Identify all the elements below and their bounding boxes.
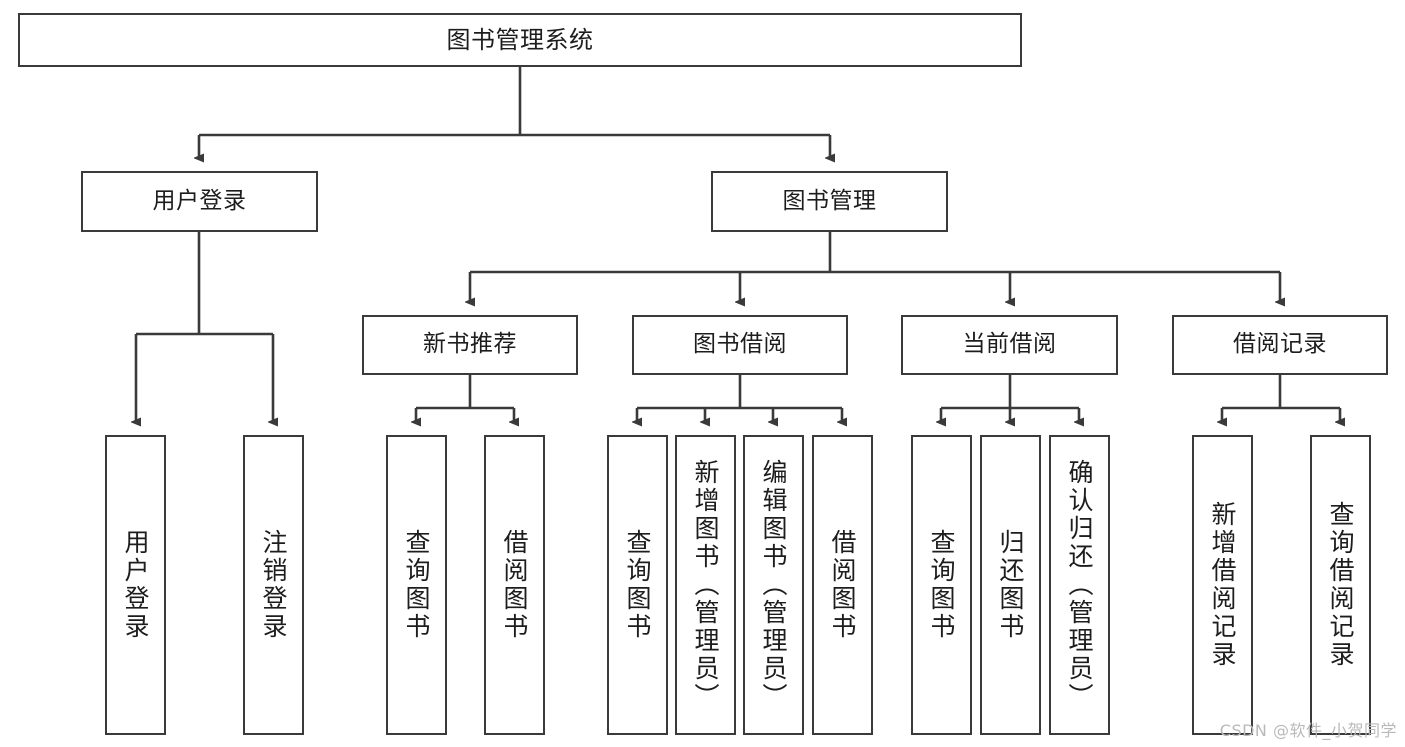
leaf-return-book-label: 归还图书 [996,529,1025,641]
leaf-current-query[interactable]: 查询图书 [911,435,972,735]
node-user-login-label: 用户登录 [152,187,247,214]
node-root-system[interactable]: 图书管理系统 [18,13,1022,67]
leaf-add-book-admin-label: 新增图书（管理员） [691,459,720,711]
node-book-management[interactable]: 图书管理 [711,171,948,232]
leaf-edit-book-admin[interactable]: 编辑图书（管理员） [743,435,804,735]
node-borrowing-record[interactable]: 借阅记录 [1172,315,1388,375]
leaf-user-login-label: 用户登录 [121,529,150,641]
leaf-query-borrow-record[interactable]: 查询借阅记录 [1310,435,1371,735]
leaf-current-query-label: 查询图书 [927,529,956,641]
node-root-system-label: 图书管理系统 [446,25,594,54]
leaf-confirm-return-admin[interactable]: 确认归还（管理员） [1049,435,1110,735]
leaf-logout[interactable]: 注销登录 [243,435,304,735]
leaf-borrow-book-label: 借阅图书 [828,529,857,641]
leaf-add-book-admin[interactable]: 新增图书（管理员） [675,435,736,735]
leaf-return-book[interactable]: 归还图书 [980,435,1041,735]
leaf-add-borrow-record[interactable]: 新增借阅记录 [1192,435,1253,735]
leaf-confirm-return-admin-label: 确认归还（管理员） [1065,459,1094,711]
node-user-login[interactable]: 用户登录 [81,171,318,232]
leaf-borrow-query[interactable]: 查询图书 [607,435,668,735]
node-current-borrowing[interactable]: 当前借阅 [901,315,1118,375]
leaf-new-book-query-label: 查询图书 [402,529,431,641]
node-new-book-recommendation[interactable]: 新书推荐 [362,315,578,375]
node-book-borrowing-label: 图书借阅 [693,331,787,358]
node-book-management-label: 图书管理 [782,187,877,214]
leaf-query-borrow-record-label: 查询借阅记录 [1326,501,1355,669]
leaf-edit-book-admin-label: 编辑图书（管理员） [759,459,788,711]
node-current-borrowing-label: 当前借阅 [962,331,1057,358]
node-new-book-recommendation-label: 新书推荐 [423,331,517,358]
leaf-add-borrow-record-label: 新增借阅记录 [1208,501,1237,669]
leaf-user-login[interactable]: 用户登录 [105,435,166,735]
node-book-borrowing[interactable]: 图书借阅 [632,315,848,375]
leaf-new-book-borrow[interactable]: 借阅图书 [484,435,545,735]
leaf-logout-label: 注销登录 [259,529,288,641]
leaf-new-book-query[interactable]: 查询图书 [386,435,447,735]
csdn-watermark: CSDN @软件_小贺同学 [1219,721,1397,740]
node-borrowing-record-label: 借阅记录 [1233,331,1327,358]
leaf-borrow-query-label: 查询图书 [623,529,652,641]
leaf-borrow-book[interactable]: 借阅图书 [812,435,873,735]
leaf-new-book-borrow-label: 借阅图书 [500,529,529,641]
